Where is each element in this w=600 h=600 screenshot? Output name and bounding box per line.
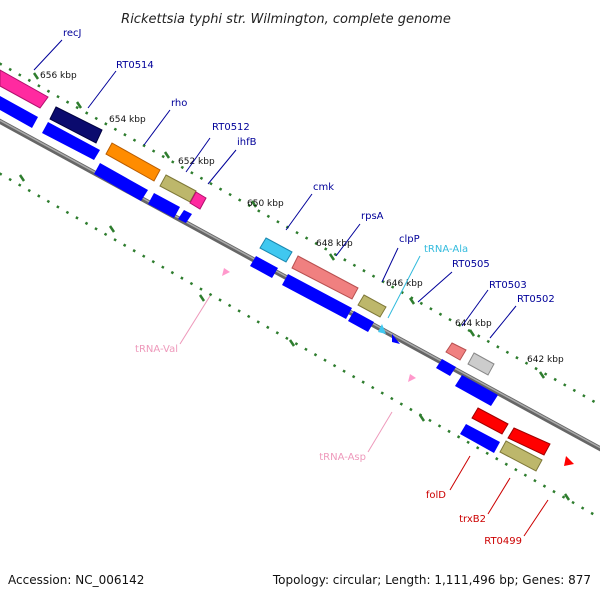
major-tick [250,200,258,208]
cds-feature[interactable] [94,163,148,201]
gene-RT0503[interactable] [445,342,467,361]
major-tick [75,101,83,109]
gene-label[interactable]: folD [426,490,446,501]
kbp-label: 652 kbp [178,157,215,167]
gene-tRNA-Asp[interactable] [408,374,416,382]
gene-clpP[interactable] [357,294,387,318]
major-tick [32,72,40,80]
gene-label[interactable]: cmk [313,182,334,193]
gene-label[interactable]: ihfB [237,137,257,148]
cds-feature[interactable] [436,359,456,376]
kbp-label: 642 kbp [527,355,564,365]
major-tick [198,294,206,302]
tick-row-outer [0,62,600,407]
gene-label[interactable]: tRNA-Val [135,344,178,355]
gene-label[interactable]: trxB2 [459,514,486,525]
gene-label[interactable]: RT0503 [489,280,527,291]
cds-feature[interactable] [148,193,180,218]
major-tick [328,253,336,261]
cds-feature[interactable] [0,96,38,128]
gene-RT0514[interactable] [49,106,103,144]
gene-label[interactable]: rho [171,98,187,109]
inner-features [222,268,574,472]
gene-label[interactable]: RT0514 [116,60,154,71]
topology-label: Topology: circular; Length: 1,111,496 bp… [272,573,591,587]
major-tick [18,174,26,182]
gene-tRNA-Val[interactable] [222,268,230,276]
gene-tRNA-Ala[interactable] [378,324,386,334]
gene-ihfB[interactable] [189,191,207,210]
gene-rpsA[interactable] [291,255,359,300]
accession-label: Accession: NC_006142 [8,573,145,587]
major-tick [163,151,171,159]
cds-feature[interactable] [392,334,400,344]
major-tick [538,371,546,379]
gene-RT0502[interactable] [467,352,495,376]
kbp-label: 656 kbp [40,71,77,81]
major-tick [108,225,116,233]
gene-cmk[interactable] [259,237,293,263]
cds-feature[interactable] [250,256,278,278]
kbp-label: 654 kbp [109,115,146,125]
major-tick [288,339,296,347]
gene-recJ[interactable] [0,69,49,109]
gene-RT0512[interactable] [159,174,197,203]
gene-label[interactable]: RT0502 [517,294,555,305]
gene-label[interactable]: RT0505 [452,259,490,270]
gene-label[interactable]: recJ [63,28,82,39]
gene-label[interactable]: tRNA-Asp [319,452,366,463]
kbp-label: 646 kbp [386,279,423,289]
major-tick [418,414,426,422]
cds-strand [0,96,500,453]
major-tick [468,329,476,337]
kbp-ticks [18,72,571,501]
gene-label[interactable]: RT0512 [212,122,250,133]
kbp-label: 644 kbp [455,319,492,329]
gene-label[interactable]: rpsA [361,211,384,222]
kbp-label: 650 kbp [247,199,284,209]
gene-RT0499[interactable] [507,427,551,456]
tick-rows [0,62,600,520]
gene-label[interactable]: clpP [399,234,420,245]
cds-feature[interactable] [42,122,100,160]
tick-row-inner [0,172,600,520]
cds-feature[interactable] [178,210,192,223]
kbp-label: 648 kbp [316,239,353,249]
cds-feature[interactable] [460,424,500,453]
cds-feature[interactable] [455,375,498,406]
gene-labels: recJ RT0514 rho RT0512 ihfB cmk rpsA clp… [63,28,555,547]
gene-label[interactable]: tRNA-Ala [424,244,468,255]
major-tick [563,493,571,501]
leader-lines [33,39,549,537]
gene-folD[interactable] [471,407,509,435]
gene-rho[interactable] [105,142,161,182]
gene-red-small[interactable] [564,456,574,466]
gene-features [0,69,495,376]
cds-feature[interactable] [348,311,374,332]
gene-label[interactable]: RT0499 [484,536,522,547]
major-tick [408,297,416,305]
map-title: Rickettsia typhi str. Wilmington, comple… [121,12,451,27]
kbp-labels: 656 kbp 654 kbp 652 kbp 650 kbp 648 kbp … [40,71,564,365]
gene-trxB2[interactable] [499,440,543,472]
cds-feature[interactable] [282,274,352,319]
